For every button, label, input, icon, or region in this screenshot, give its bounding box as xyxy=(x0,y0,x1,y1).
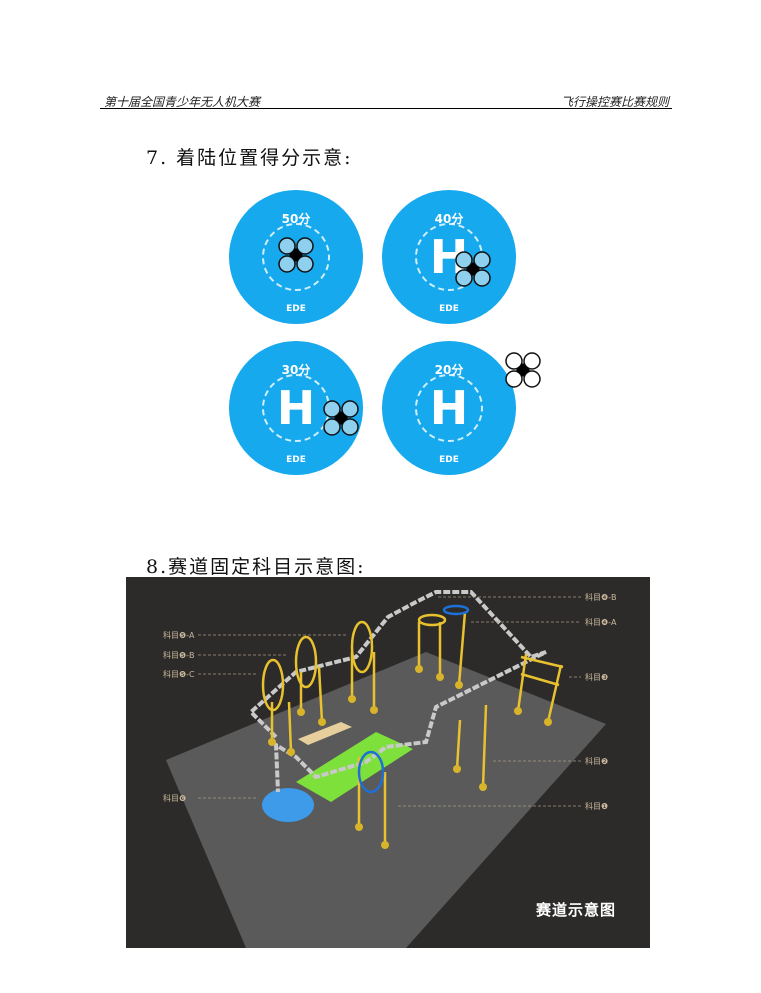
pad-logo: EDE xyxy=(439,455,459,465)
label-subject-4b: 科目❹-B xyxy=(585,593,617,602)
header-left: 第十届全国青少年无人机大赛 xyxy=(104,95,261,109)
pad-score: 50分 xyxy=(281,212,311,226)
label-subject-1: 科目❶ xyxy=(585,802,609,811)
pad-logo: EDE xyxy=(439,304,459,314)
label-subject-6: 科目❻ xyxy=(163,794,187,803)
header-right: 飞行操控赛比赛规则 xyxy=(560,95,669,109)
header-rule xyxy=(100,108,672,109)
pad-score: 30分 xyxy=(281,363,311,377)
section-8-heading: 8.赛道固定科目示意图: xyxy=(146,556,366,578)
diagram-title: 赛道示意图 xyxy=(536,901,617,919)
track-path xyxy=(248,590,547,793)
label-subject-2: 科目❷ xyxy=(585,757,609,766)
label-subject-5c: 科目❺-C xyxy=(163,670,195,679)
pad-score: 20分 xyxy=(434,363,464,377)
drone-icon xyxy=(278,237,314,273)
label-subject-4a: 科目❹-A xyxy=(585,618,617,627)
helipad xyxy=(262,788,314,822)
pad-h-letter: H xyxy=(429,230,469,284)
drone-icon xyxy=(455,251,491,287)
control-table xyxy=(298,722,352,745)
pad-h-letter: H xyxy=(276,381,316,435)
track-diagram: 科目❹-B 科目❹-A 科目❺-A 科目❺-B 科目❺-C 科目❸ 科目❷ 科目… xyxy=(126,577,650,948)
pad-logo: EDE xyxy=(286,304,306,314)
pad-score: 40分 xyxy=(434,212,464,226)
landing-pad-40: 40分 H EDE xyxy=(382,190,516,324)
pad-logo: EDE xyxy=(286,455,306,465)
label-subject-5b: 科目❺-B xyxy=(163,651,195,660)
pad-h-letter: H xyxy=(429,381,469,435)
section-7-heading: 7. 着陆位置得分示意: xyxy=(146,147,353,169)
drone-icon xyxy=(505,352,541,388)
label-subject-3: 科目❸ xyxy=(585,673,609,682)
label-subject-5a: 科目❺-A xyxy=(163,631,195,640)
track-illustration xyxy=(166,590,606,948)
drone-icon xyxy=(323,400,359,436)
landing-pad-20: 20分 H EDE xyxy=(382,341,516,475)
